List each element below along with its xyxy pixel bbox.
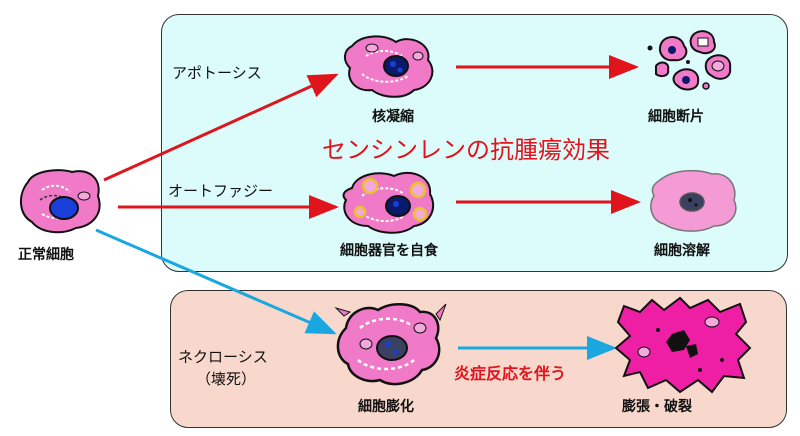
effect-title: センシンレンの抗腫瘍効果 xyxy=(322,136,610,164)
autophagy-label: オートファジー xyxy=(168,182,274,200)
inflammation-label: 炎症反応を伴う xyxy=(454,364,567,383)
swelling-rupture-icon xyxy=(614,296,752,394)
self-digestion-label: 細胞器官を自食 xyxy=(340,243,438,259)
cell-swelling-icon xyxy=(334,303,447,386)
arrow-normal-to-apoptosis xyxy=(103,73,339,182)
apoptosis-label: アポトーシス xyxy=(172,64,262,82)
self-digestion-cell-icon xyxy=(342,171,435,234)
cell-lysis-icon xyxy=(650,169,737,232)
cell-lysis-label: 細胞溶解 xyxy=(654,243,710,259)
necrosis-label: ネクローシス xyxy=(178,348,268,366)
swelling-rupture-label: 膨張・破裂 xyxy=(622,399,692,415)
cell-swelling-label: 細胞膨化 xyxy=(358,399,414,415)
necrosis-sub-label: （壊死） xyxy=(196,370,257,388)
nuclear-condensation-cell-icon xyxy=(344,35,434,98)
normal-cell-icon xyxy=(20,169,101,234)
cell-fragments-label: 細胞断片 xyxy=(648,109,704,125)
arrow-normal-to-necrosis xyxy=(95,228,337,335)
nuclear-condensation-label: 核凝縮 xyxy=(372,109,414,125)
cell-fragments-icon xyxy=(647,30,732,91)
normal-cell-label: 正常細胞 xyxy=(18,247,74,263)
